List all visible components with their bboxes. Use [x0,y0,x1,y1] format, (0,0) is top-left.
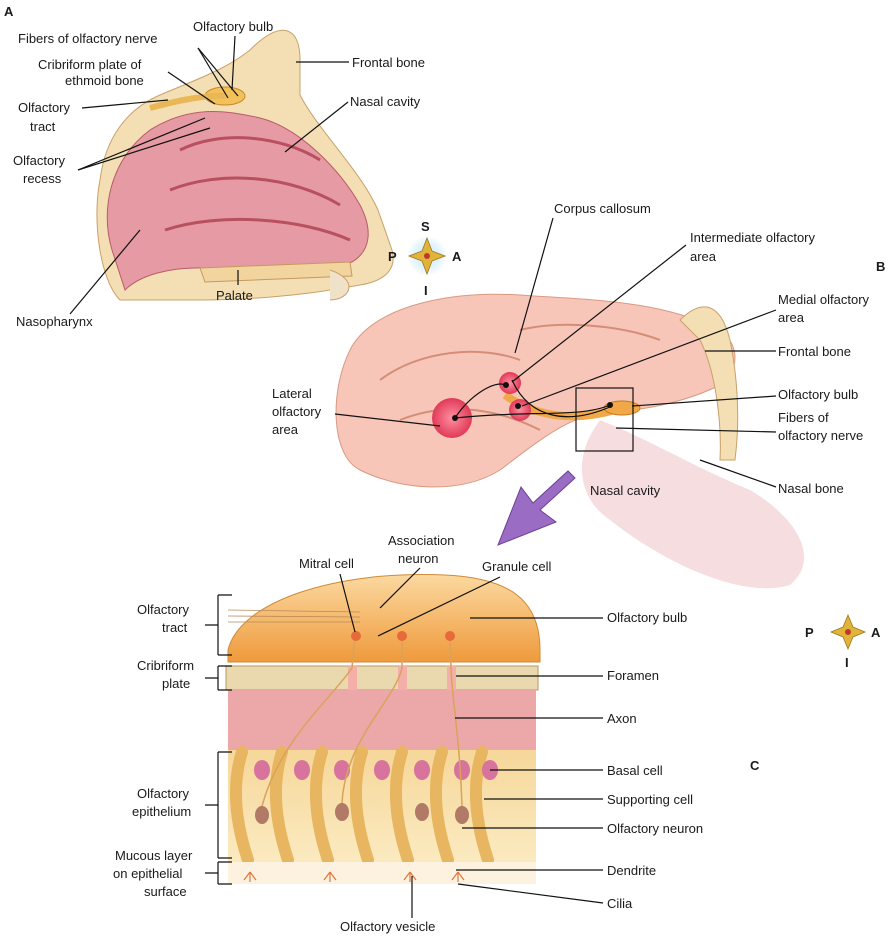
label-cribriform-c-line1: Cribriform [137,658,194,673]
compass-c-p: P [805,625,814,640]
compass-a-i: I [424,283,428,298]
label-frontal-bone: Frontal bone [352,55,425,70]
label-supporting-cell: Supporting cell [607,792,693,807]
pathway-dot-4 [607,402,613,408]
label-olfactory-bulb-c: Olfactory bulb [607,610,687,625]
label-axon: Axon [607,711,637,726]
label-palate: Palate [216,288,253,303]
panel-c: C Association neuron Mitral cell Granule… [113,533,881,934]
compass-a: S P A I [388,219,462,298]
label-dendrite: Dendrite [607,863,656,878]
label-nasal-cavity-b: Nasal cavity [590,483,661,498]
compass-a-p: P [388,249,397,264]
label-lateral-line3: area [272,422,299,437]
label-mucous-line1: Mucous layer [115,848,193,863]
compass-c-i: I [845,655,849,670]
label-lateral-line2: olfactory [272,404,322,419]
label-basal-cell: Basal cell [607,763,663,778]
label-cribriform-line1: Cribriform plate of [38,57,142,72]
label-cribriform-c-line2: plate [162,676,190,691]
label-nasal-cavity: Nasal cavity [350,94,421,109]
label-epithelium-line2: epithelium [132,804,191,819]
label-tract-c-line2: tract [162,620,188,635]
label-fibers-line1: Fibers of [778,410,829,425]
label-intermediate-line1: Intermediate olfactory [690,230,816,245]
label-cilia: Cilia [607,896,633,911]
compass-c: P A I [805,615,881,670]
label-olfactory-recess-line1: Olfactory [13,153,66,168]
label-mitral-cell: Mitral cell [299,556,354,571]
leader-cilia [458,884,603,903]
label-granule-cell: Granule cell [482,559,551,574]
label-medial-line2: area [778,310,805,325]
label-cribriform-line2: ethmoid bone [65,73,144,88]
lamina-propria [228,690,536,750]
label-lateral-line1: Lateral [272,386,312,401]
pathway-dot-2 [503,382,509,388]
pathway-dot-3 [515,403,521,409]
label-olfactory-bulb-b: Olfactory bulb [778,387,858,402]
label-association-line1: Association [388,533,454,548]
label-olfactory-recess-line2: recess [23,171,62,186]
label-nasal-bone: Nasal bone [778,481,844,496]
pathway-dot-1 [452,415,458,421]
label-mucous-line2: on epithelial [113,866,182,881]
label-fibers-olfactory-nerve: Fibers of olfactory nerve [18,31,157,46]
label-olfactory-bulb: Olfactory bulb [193,19,273,34]
foramen-1 [348,666,357,690]
label-nasopharynx: Nasopharynx [16,314,93,329]
compass-a-a: A [452,249,462,264]
panel-a: A Fibers of olfactory nerve Olfactory bu… [4,4,462,329]
mucous-layer [228,862,536,884]
leader-fibers-b [616,428,776,432]
label-frontal-bone-b: Frontal bone [778,344,851,359]
compass-a-s: S [421,219,430,234]
label-fibers-line2: olfactory nerve [778,428,863,443]
zoom-arrow [498,471,575,545]
label-olfactory-vesicle: Olfactory vesicle [340,919,435,934]
label-olfactory-tract-line1: Olfactory [18,100,71,115]
label-corpus-callosum: Corpus callosum [554,201,651,216]
compass-c-a: A [871,625,881,640]
label-foramen: Foramen [607,668,659,683]
label-olfactory-tract-line2: tract [30,119,56,134]
nasal-region-shape [582,420,804,588]
label-association-line2: neuron [398,551,438,566]
panel-c-letter: C [750,758,760,773]
label-tract-c-line1: Olfactory [137,602,190,617]
label-medial-line1: Medial olfactory [778,292,870,307]
panel-a-letter: A [4,4,14,19]
label-epithelium-line1: Olfactory [137,786,190,801]
brackets [205,595,232,884]
label-intermediate-line2: area [690,249,717,264]
label-mucous-line3: surface [144,884,187,899]
label-olfactory-neuron: Olfactory neuron [607,821,703,836]
cribriform-plate-shape [226,666,538,690]
panel-b-letter: B [876,259,885,274]
